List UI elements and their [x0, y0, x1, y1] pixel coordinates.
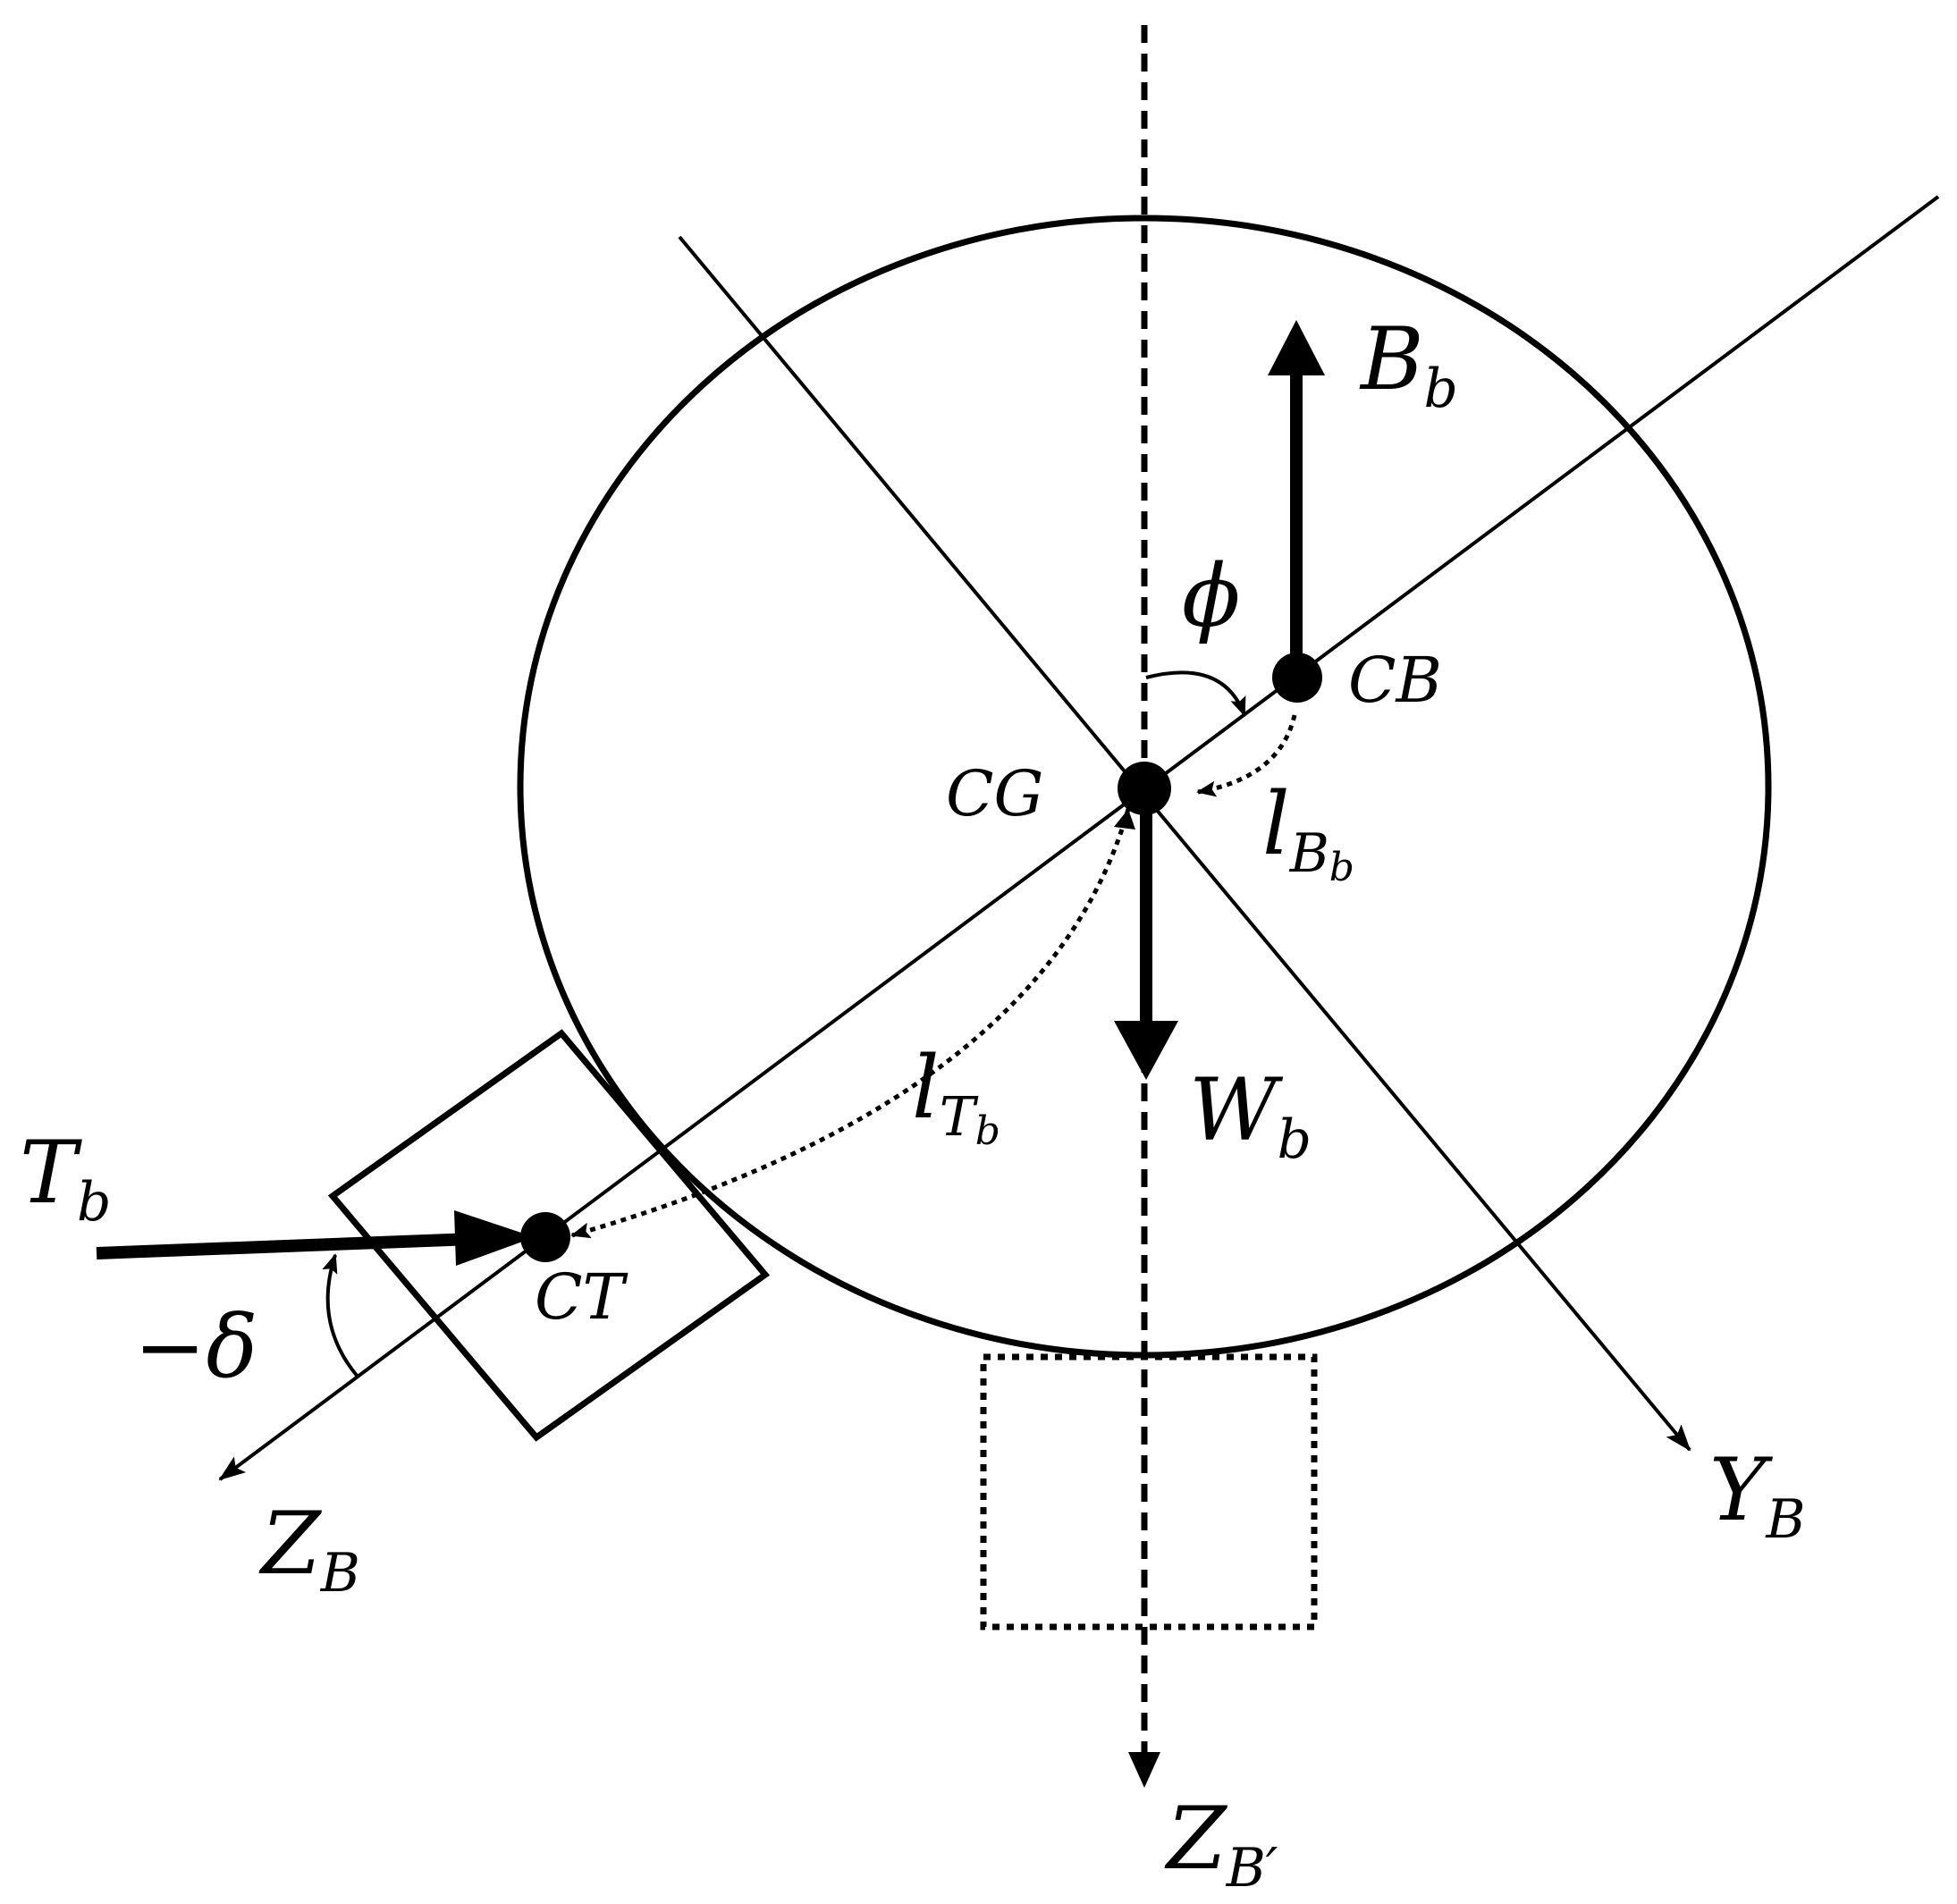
reference-thruster-box — [980, 1353, 1318, 1630]
delta-label: −δ — [134, 1297, 257, 1397]
l-tb-distance-arc — [570, 808, 1131, 1239]
z-bprime-arrowhead — [1128, 1752, 1160, 1788]
center-of-buoyancy-point — [1272, 653, 1322, 703]
l-bb-label: lBb — [1262, 774, 1354, 890]
l-tb-start-arrowhead — [1114, 809, 1135, 830]
center-of-gravity-label: CG — [946, 757, 1043, 830]
center-of-buoyancy-label: CB — [1348, 644, 1442, 717]
buoyancy-arrowhead — [1268, 320, 1325, 375]
weight-arrowhead — [1114, 1021, 1178, 1080]
z-b-axis-label: ZB — [258, 1494, 360, 1605]
buoyancy-label: Bb — [1359, 309, 1458, 420]
y-b-axis — [678, 235, 1691, 1452]
center-of-thrust-point — [520, 1212, 570, 1262]
center-of-thrust-label: CT — [535, 1260, 628, 1334]
thruster-box — [327, 1029, 771, 1442]
z-b-axis — [218, 195, 1940, 1481]
y-b-axis-label: YB — [1709, 1440, 1805, 1551]
thrust-label: Tb — [20, 1123, 111, 1234]
weight-label: Wb — [1189, 1060, 1312, 1171]
l-tb-label: lTb — [912, 1038, 1000, 1154]
thrust-arrowhead — [454, 1210, 535, 1266]
phi-label: ϕ — [1182, 546, 1240, 646]
center-of-gravity-point — [1118, 762, 1171, 815]
l-bb-distance-arc — [1196, 714, 1297, 797]
phi-angle-arc — [1145, 670, 1246, 717]
delta-angle-arc — [322, 1253, 359, 1378]
thrust-force-arrow — [96, 1233, 475, 1260]
z-bprime-axis-label: ZB′ — [1164, 1789, 1278, 1900]
